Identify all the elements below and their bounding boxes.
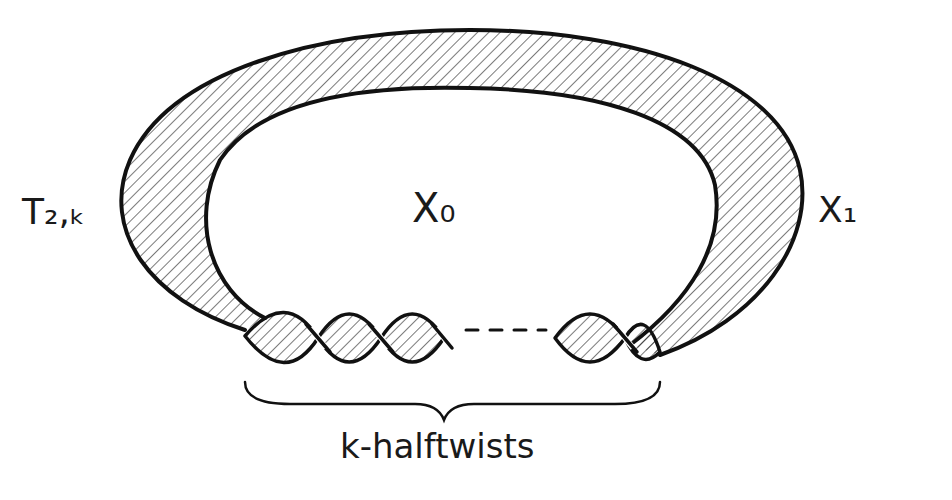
band-outer-edge [121,30,802,355]
band-inner-edge [206,88,717,345]
knot-label: T₂,ₖ [22,192,85,232]
twist-label: k-halftwists [340,428,535,465]
band-fill [121,30,802,355]
crossing-gaps [310,328,633,348]
region-label: X₀ [412,186,455,230]
region-label: X₁ [818,190,857,230]
ellipsis-dashes [466,329,546,332]
curly-brace [245,382,660,420]
crossing-strands [306,324,637,352]
half-twists [245,312,660,362]
